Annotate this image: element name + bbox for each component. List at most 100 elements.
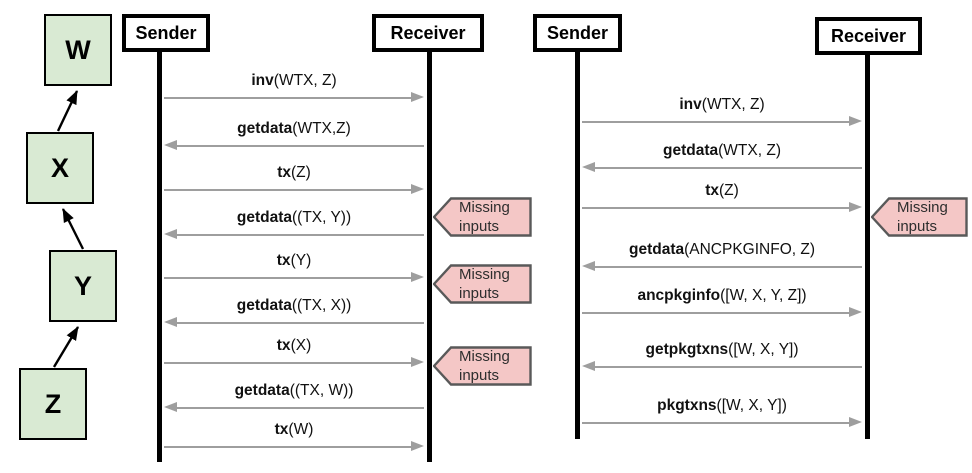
message-args: (WTX,Z) <box>292 120 351 137</box>
message-args: (ANCPKGINFO, Z) <box>684 241 815 258</box>
missing-inputs-line2: inputs <box>459 366 500 384</box>
message-arrow <box>175 144 424 148</box>
missing-inputs-line1: Missing <box>897 199 948 216</box>
message-name: ancpkginfo <box>637 287 721 304</box>
message-arrow <box>582 311 851 315</box>
message-arrow <box>593 365 862 369</box>
message-label: getdata((TX, Y)) <box>159 208 429 228</box>
message-label: inv(WTX, Z) <box>159 71 429 91</box>
message-label: tx(W) <box>159 420 429 440</box>
message-args: (Y) <box>290 252 312 269</box>
message-name: tx <box>274 421 289 438</box>
message-args: (WTX, Z) <box>718 142 781 159</box>
message-args: (Z) <box>719 182 739 199</box>
tag-pointer-shape <box>433 197 532 237</box>
message-args: ((TX, X)) <box>291 297 352 314</box>
message-name: getdata <box>663 142 719 159</box>
receiver-box: Receiver <box>372 14 484 52</box>
chain-box-label: Z <box>44 388 62 419</box>
message-args: (W) <box>288 421 314 438</box>
message-label: getdata(WTX,Z) <box>159 119 429 139</box>
sender-box: Sender <box>122 14 210 52</box>
arrow-right-icon <box>411 356 424 367</box>
message-arrow <box>582 206 851 210</box>
message-arrow <box>164 96 413 100</box>
chain-box-label: W <box>65 34 91 65</box>
message-args: ((TX, W)) <box>289 382 354 399</box>
receiver-box-label: Receiver <box>830 25 907 46</box>
arrow-left-icon <box>582 260 595 271</box>
chain-box-label: X <box>50 152 69 183</box>
message-arrow <box>164 361 413 365</box>
chain-arrow <box>56 90 79 132</box>
message-args: (WTX, Z) <box>273 72 337 89</box>
message-name: tx <box>276 252 291 269</box>
message-label: tx(Y) <box>159 251 429 271</box>
arrow-right-icon <box>411 183 424 194</box>
message-label: tx(Z) <box>577 181 867 201</box>
receiver-box-label: Receiver <box>390 22 466 43</box>
message-label: getdata((TX, X)) <box>159 296 429 316</box>
tag-pointer-shape <box>871 197 968 237</box>
message-label: pkgtxns([W, X, Y]) <box>577 396 867 416</box>
arrow-left-icon <box>582 360 595 371</box>
message-label: getdata(WTX, Z) <box>577 141 867 161</box>
message-name: pkgtxns <box>657 397 717 414</box>
message-args: ([W, X, Y]) <box>716 397 787 414</box>
arrow-right-icon <box>849 201 862 212</box>
message-name: getdata <box>236 209 292 226</box>
message-label: inv(WTX, Z) <box>577 95 867 115</box>
missing-inputs-line1: Missing <box>459 199 510 216</box>
message-label: ancpkginfo([W, X, Y, Z]) <box>577 286 867 306</box>
message-name: getdata <box>234 382 290 399</box>
message-name: tx <box>277 164 291 181</box>
message-name: getdata <box>237 120 293 137</box>
arrow-left-icon <box>164 316 177 327</box>
chain-arrow <box>61 208 85 250</box>
missing-inputs-line2: inputs <box>897 217 938 235</box>
arrow-right-icon <box>411 440 424 451</box>
chain-arrow <box>52 326 80 368</box>
missing-inputs-line2: inputs <box>459 284 500 302</box>
message-name: getdata <box>628 241 685 258</box>
message-arrow <box>175 321 424 325</box>
message-name: getdata <box>236 297 292 314</box>
message-arrow <box>175 233 424 237</box>
chain-box-label: Y <box>73 270 92 301</box>
sender-lifeline <box>574 51 580 439</box>
message-args: ((TX, Y)) <box>292 209 352 226</box>
chain-box-z: Z <box>19 368 87 440</box>
message-arrow <box>582 421 851 425</box>
sender-box: Sender <box>533 14 622 52</box>
receiver-box: Receiver <box>815 17 922 55</box>
tag-pointer-shape <box>433 346 532 386</box>
message-args: (X) <box>290 337 312 354</box>
sender-lifeline <box>156 51 162 462</box>
message-arrow <box>582 120 851 124</box>
sender-box-label: Sender <box>135 22 197 43</box>
message-name: tx <box>276 337 291 354</box>
arrow-left-icon <box>164 139 177 150</box>
arrow-right-icon <box>411 271 424 282</box>
chain-arrows-svg <box>52 90 85 368</box>
chain-box-y: Y <box>49 250 117 322</box>
arrow-right-icon <box>411 91 424 102</box>
arrow-right-icon <box>849 416 862 427</box>
message-arrow <box>593 265 862 269</box>
message-arrow <box>164 188 413 192</box>
receiver-lifeline <box>426 51 432 462</box>
message-arrow <box>593 166 862 170</box>
message-arrow <box>175 406 424 410</box>
message-label: tx(Z) <box>159 163 429 183</box>
arrow-left-icon <box>164 228 177 239</box>
arrow-left-icon <box>582 161 595 172</box>
message-arrow <box>164 276 413 280</box>
message-name: getpkgtxns <box>645 341 729 358</box>
message-arrow <box>164 445 413 449</box>
